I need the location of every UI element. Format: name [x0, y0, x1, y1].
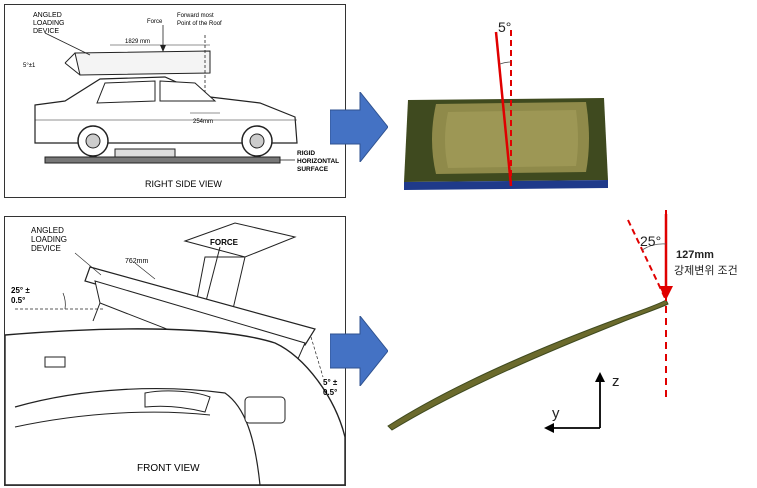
dim-1829-label: 1829 mm [125, 39, 150, 45]
angled-reference-line [627, 219, 667, 301]
plate-edge [64, 52, 76, 64]
angle-arc [499, 61, 512, 65]
front-view-caption: FRONT VIEW [137, 463, 200, 474]
car-window-front [159, 80, 217, 102]
windshield-frame [14, 388, 261, 485]
angled-label-2: LOADING [31, 235, 67, 244]
dim-762-leader [134, 262, 156, 280]
dim-254-label: 254mm [193, 119, 213, 125]
angle-25-arc [62, 292, 66, 310]
angle-5-label: 5°±1 [23, 63, 36, 69]
angled-label-1: ANGLED [33, 12, 62, 19]
condition-label: 강제변위 조건 [674, 264, 738, 277]
right-side-view-drawing: ANGLED LOADING DEVICE Force Forward most… [23, 12, 339, 189]
angle-arc [641, 243, 667, 251]
angle-5-label: 5° [498, 20, 511, 35]
interior-mirror-mount [44, 356, 66, 368]
angled-label-3: DEVICE [33, 28, 59, 35]
car-window-rear [96, 80, 156, 104]
y-axis-arrowhead [544, 423, 554, 433]
angled-plate [84, 266, 316, 346]
device-leader [74, 252, 102, 276]
force-direction-line [494, 31, 513, 187]
roof-panel-highlight [445, 110, 578, 168]
ref-5-line [310, 336, 324, 378]
right-arrow-icon [330, 92, 388, 162]
rear-view-mirror [144, 390, 211, 413]
angle-5-label-a: 5° ± [323, 378, 338, 387]
side-mirror [244, 396, 286, 424]
roof-base [404, 180, 608, 190]
device-top [183, 222, 297, 258]
rigid-label-1: RIGID [297, 150, 315, 157]
right-arrow-icon [330, 316, 388, 386]
force-arrow-line [204, 246, 221, 306]
rear-hub [85, 133, 101, 149]
force-arrowhead [659, 286, 673, 300]
front-view-drawing: ANGLED LOADING DEVICE FORCE 762mm 25° ± … [5, 222, 345, 485]
plate-edge [64, 62, 81, 76]
angled-label-3: DEVICE [31, 244, 61, 253]
roof-3d-model: 5° [404, 20, 608, 190]
force-arrowhead [160, 45, 166, 52]
angled-device-leader [44, 32, 91, 56]
angle-5-label-b: 0.5° [323, 388, 337, 397]
z-axis-arrowhead [595, 372, 605, 382]
plate-edge [92, 302, 101, 322]
forward-label-2: Point of the Roof [177, 21, 222, 27]
angle-25-label-a: 25° ± [11, 286, 30, 295]
right-side-view-caption: RIGHT SIDE VIEW [145, 179, 222, 189]
windshield-line [14, 411, 211, 428]
displacement-label: 127mm [676, 249, 714, 261]
front-view-panel: ANGLED LOADING DEVICE FORCE 762mm 25° ± … [4, 216, 346, 486]
front-hub [249, 133, 265, 149]
force-label: Force [147, 19, 163, 25]
rigid-surface [44, 156, 281, 164]
loading-plate [74, 50, 211, 76]
y-axis-label: y [552, 405, 560, 422]
roof-section-view: 25° 127mm 강제변위 조건 z y [387, 210, 738, 433]
rigid-label-2: HORIZONTAL [297, 158, 339, 165]
rigid-label-3: SURFACE [297, 166, 329, 173]
right-side-view-panel: ANGLED LOADING DEVICE Force Forward most… [4, 4, 346, 198]
angled-label-1: ANGLED [31, 226, 64, 235]
support-stand [114, 148, 176, 158]
roof-section-curve [387, 299, 669, 431]
z-axis-label: z [612, 373, 620, 390]
force-label: FORCE [210, 238, 239, 247]
angle-25-label: 25° [640, 233, 661, 249]
forward-label-1: Forward most [177, 13, 214, 19]
angle-25-label-b: 0.5° [11, 296, 25, 305]
angled-label-2: LOADING [33, 20, 65, 27]
dim-762-label: 762mm [125, 258, 149, 265]
